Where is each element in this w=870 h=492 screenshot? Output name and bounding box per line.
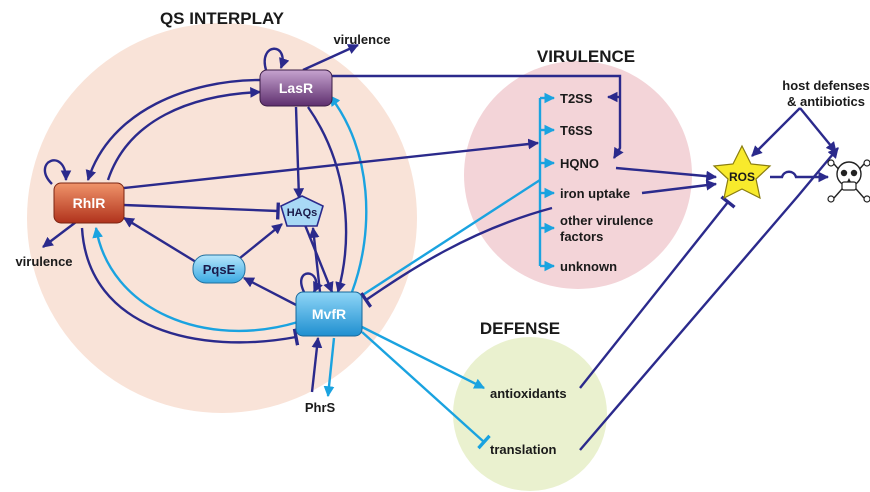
virulence-inhibits-mvfr bbox=[359, 206, 553, 308]
mvfr-to-lasr-arrow bbox=[329, 95, 368, 293]
haqs-label: HAQs bbox=[287, 207, 318, 219]
rhlr-self-loop bbox=[43, 159, 72, 185]
lasr-to-virulence-factors bbox=[331, 74, 624, 159]
lasr-to-rhlr-arrow bbox=[85, 78, 261, 182]
mvfr-to-haqs-arrow bbox=[308, 226, 322, 293]
qs-title: QS INTERPLAY bbox=[160, 9, 285, 28]
iron-to-ros-arrow bbox=[641, 179, 718, 195]
rhlr-to-virulence-arrow bbox=[42, 221, 77, 248]
haqs-node: HAQs bbox=[280, 195, 324, 227]
mvfr-self-loop bbox=[300, 272, 323, 295]
hqno-to-ros-arrow bbox=[615, 166, 718, 182]
t6ss-label: T6SS bbox=[560, 123, 593, 138]
pqse-to-rhlr-arrow bbox=[123, 216, 197, 264]
mvfr-node: MvfR bbox=[295, 291, 363, 337]
rhlr-label: RhlR bbox=[73, 195, 106, 211]
virulence-title: VIRULENCE bbox=[537, 47, 635, 66]
lasr-node: LasR bbox=[259, 69, 333, 107]
defense-region bbox=[453, 337, 607, 491]
other-virulence-label: other virulence bbox=[560, 213, 653, 228]
iron-uptake-label: iron uptake bbox=[560, 186, 630, 201]
ros-to-death-arrow bbox=[770, 170, 830, 183]
rhlr-node: RhlR bbox=[53, 182, 125, 224]
rhlr-inhibits-haqs bbox=[123, 202, 281, 220]
mvfr-to-pqse-arrow bbox=[243, 276, 303, 310]
pqse-label: PqsE bbox=[203, 262, 236, 277]
lasr-to-virulence-arrow bbox=[302, 43, 359, 72]
defense-title: DEFENSE bbox=[480, 319, 560, 338]
ros-label: ROS bbox=[729, 170, 755, 184]
skull-crossbones-icon bbox=[827, 159, 870, 203]
hqno-label: HQNO bbox=[560, 156, 599, 171]
rhlr-to-lasr-arrow bbox=[106, 87, 262, 181]
phrs-label: PhrS bbox=[305, 400, 336, 415]
mvfr-to-virulence-arrow bbox=[357, 178, 541, 300]
mvfr-label: MvfR bbox=[312, 306, 346, 322]
factors-label: factors bbox=[560, 229, 603, 244]
pqse-node: PqsE bbox=[192, 254, 246, 284]
unknown-label: unknown bbox=[560, 259, 617, 274]
lasr-to-haqs-arrow bbox=[293, 106, 305, 200]
antioxidants-label: antioxidants bbox=[490, 386, 567, 401]
phrs-to-mvfr-arrow bbox=[310, 336, 323, 393]
lasr-to-mvfr-arrow bbox=[307, 106, 348, 294]
mvfr-to-rhlr-arrow bbox=[92, 226, 299, 333]
mvfr-inhibits-translation bbox=[361, 331, 491, 450]
mvfr-to-antioxidants-arrow bbox=[359, 324, 485, 390]
antioxidants-inhibit-ros bbox=[579, 195, 736, 389]
mvfr-to-phrs-arrow bbox=[323, 337, 336, 398]
virulence-left-label: virulence bbox=[15, 254, 72, 269]
translation-to-death-arrow bbox=[579, 147, 839, 451]
host-to-death-arrow bbox=[799, 107, 837, 153]
virulence-region bbox=[464, 61, 692, 289]
lasr-self-loop bbox=[263, 47, 290, 71]
virulence-top-label: virulence bbox=[333, 32, 390, 47]
ros-node: ROS bbox=[712, 144, 772, 200]
antibiotics-label: & antibiotics bbox=[787, 94, 865, 109]
host-defenses-label: host defenses bbox=[782, 78, 869, 93]
host-to-ros-arrow bbox=[751, 107, 801, 157]
translation-label: translation bbox=[490, 442, 557, 457]
t2ss-label: T2SS bbox=[560, 91, 593, 106]
lasr-label: LasR bbox=[279, 80, 313, 96]
rhlr-inhibits-mvfr bbox=[80, 227, 300, 346]
rhlr-to-hqno-arrow bbox=[123, 138, 540, 190]
pqse-to-haqs-arrow bbox=[239, 223, 283, 259]
